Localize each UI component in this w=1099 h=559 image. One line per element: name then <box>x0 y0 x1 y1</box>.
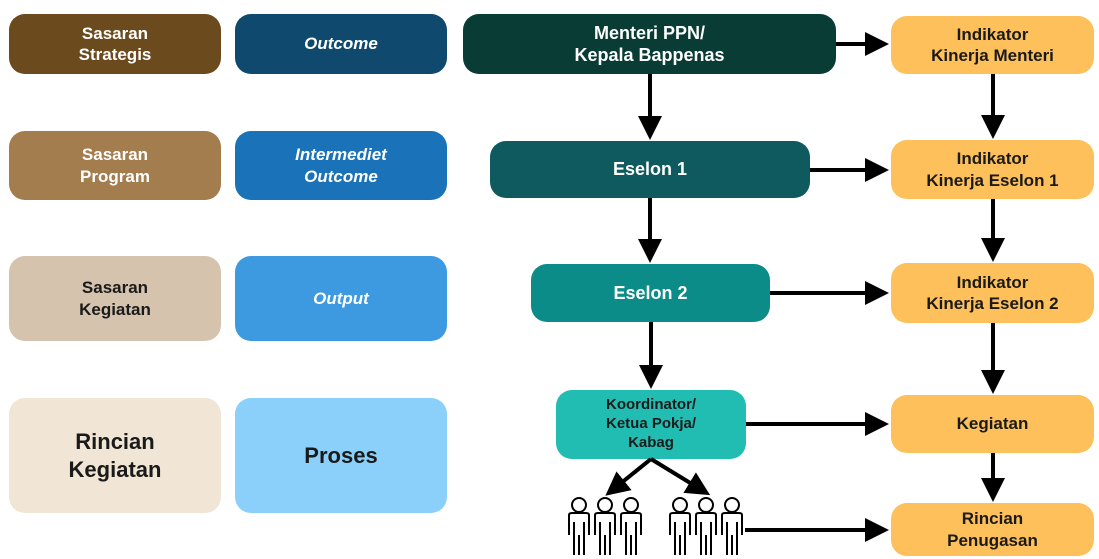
rincian-penugasan-box: Rincian Penugasan <box>891 503 1094 556</box>
arrow-koordinator-to-group-left <box>605 457 653 496</box>
proses-box: Proses <box>235 398 447 513</box>
sasaran-program-box: Sasaran Program <box>9 131 221 200</box>
output-box: Output <box>235 256 447 341</box>
indikator-kinerja-menteri-box: Indikator Kinerja Menteri <box>891 16 1094 74</box>
sasaran-strategis-box: Sasaran Strategis <box>9 14 221 74</box>
people-group-icon <box>669 497 743 556</box>
arrow-koordinator-to-group-right <box>649 457 711 496</box>
rincian-kegiatan-box: Rincian Kegiatan <box>9 398 221 513</box>
menteri-box: Menteri PPN/ Kepala Bappenas <box>463 14 836 74</box>
indikator-kinerja-eselon-1-box: Indikator Kinerja Eselon 1 <box>891 140 1094 199</box>
intermediet-outcome-box: Intermediet Outcome <box>235 131 447 200</box>
kegiatan-box: Kegiatan <box>891 395 1094 453</box>
eselon-1-box: Eselon 1 <box>490 141 810 198</box>
sasaran-kegiatan-box: Sasaran Kegiatan <box>9 256 221 341</box>
people-group-icon <box>568 497 642 556</box>
koordinator-box: Koordinator/ Ketua Pokja/ Kabag <box>556 390 746 459</box>
eselon-2-box: Eselon 2 <box>531 264 770 322</box>
outcome-box: Outcome <box>235 14 447 74</box>
indikator-kinerja-eselon-2-box: Indikator Kinerja Eselon 2 <box>891 263 1094 323</box>
